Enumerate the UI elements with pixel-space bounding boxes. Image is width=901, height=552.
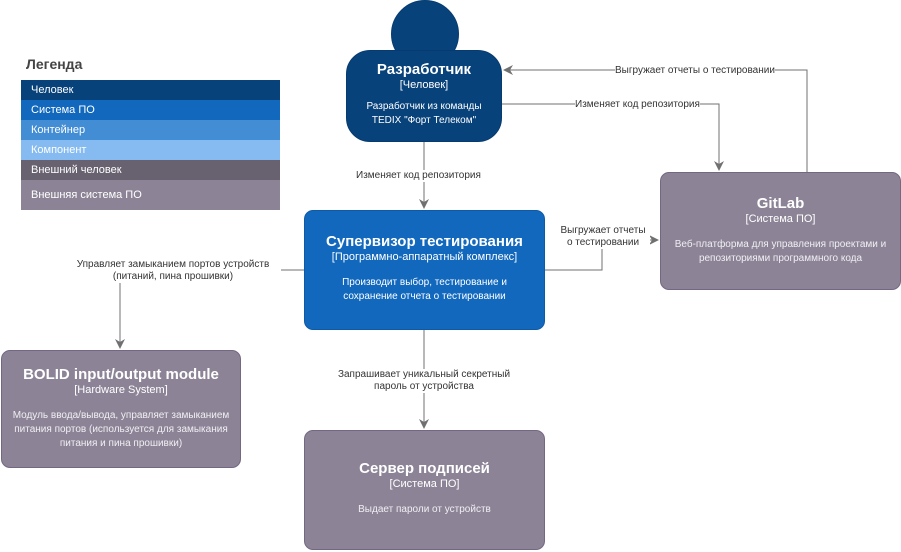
- edge-label-supervisor-to-signer-line2: пароль от устройства: [374, 381, 474, 392]
- gitlab-tag: [Система ПО]: [745, 213, 816, 225]
- edge-label-supervisor-to-gitlab-line2: о тестировании: [566, 237, 640, 248]
- developer-node[interactable]: Разработчик [Человек] Разработчик из ком…: [346, 50, 502, 142]
- gitlab-node[interactable]: GitLab [Система ПО] Веб-платформа для уп…: [660, 172, 901, 290]
- edge-label-supervisor-to-bolid-line1: Управляет замыканием портов устройств: [76, 259, 270, 270]
- edge-label-supervisor-to-gitlab: Выгружает отчеты о тестировании: [556, 225, 650, 249]
- legend-title: Легенда: [26, 56, 83, 72]
- edge-label-gitlab-to-developer: Выгружает отчеты о тестировании: [615, 65, 775, 77]
- bolid-title: BOLID input/output module: [23, 366, 219, 383]
- supervisor-node[interactable]: Супервизор тестирования [Программно-аппа…: [304, 210, 545, 330]
- signer-desc: Выдает пароли от устройств: [358, 504, 491, 515]
- legend-item-software-system: Система ПО: [21, 100, 280, 120]
- signer-node[interactable]: Сервер подписей [Система ПО] Выдает паро…: [304, 430, 545, 550]
- legend-item-component: Компонент: [21, 140, 280, 160]
- supervisor-title: Супервизор тестирования: [326, 233, 523, 250]
- gitlab-desc: Веб-платформа для управления проектами и…: [674, 239, 887, 264]
- edge-label-supervisor-to-gitlab-line1: Выгружает отчеты: [560, 225, 646, 236]
- bolid-desc: Модуль ввода/вывода, управляет замыкание…: [12, 410, 230, 449]
- developer-desc: Разработчик из команды TEDIX "Форт Телек…: [366, 101, 482, 126]
- developer-title: Разработчик: [376, 61, 472, 78]
- supervisor-tag: [Программно-аппаратный комплекс]: [331, 251, 518, 263]
- gitlab-title: GitLab: [756, 195, 805, 212]
- supervisor-desc: Производит выбор, тестирование и сохране…: [342, 277, 507, 302]
- signer-title: Сервер подписей: [359, 460, 490, 477]
- edge-label-developer-to-supervisor: Изменяет код репозитория: [356, 170, 481, 182]
- bolid-tag: [Hardware System]: [74, 384, 168, 396]
- edge-developer-to-gitlab: [502, 103, 724, 171]
- bolid-node[interactable]: BOLID input/output module [Hardware Syst…: [1, 350, 241, 468]
- legend-item-external-system: Внешняя система ПО: [21, 180, 280, 210]
- developer-tag: [Человек]: [399, 79, 449, 91]
- edge-label-supervisor-to-signer-line1: Запрашивает уникальный секретный: [337, 369, 511, 380]
- edge-gitlab-to-developer: [503, 65, 808, 172]
- legend-item-external-person: Внешний человек: [21, 160, 280, 180]
- edge-label-developer-to-gitlab: Изменяет код репозитория: [575, 99, 700, 111]
- edge-label-supervisor-to-signer: Запрашивает уникальный секретный пароль …: [329, 369, 519, 393]
- legend-item-container: Контейнер: [21, 120, 280, 140]
- signer-tag: [Система ПО]: [389, 478, 460, 490]
- legend-item-person: Человек: [21, 80, 280, 100]
- edge-label-supervisor-to-bolid: Управляет замыканием портов устройств (п…: [65, 259, 281, 283]
- edge-label-supervisor-to-bolid-line2: (питаний, пина прошивки): [112, 271, 234, 282]
